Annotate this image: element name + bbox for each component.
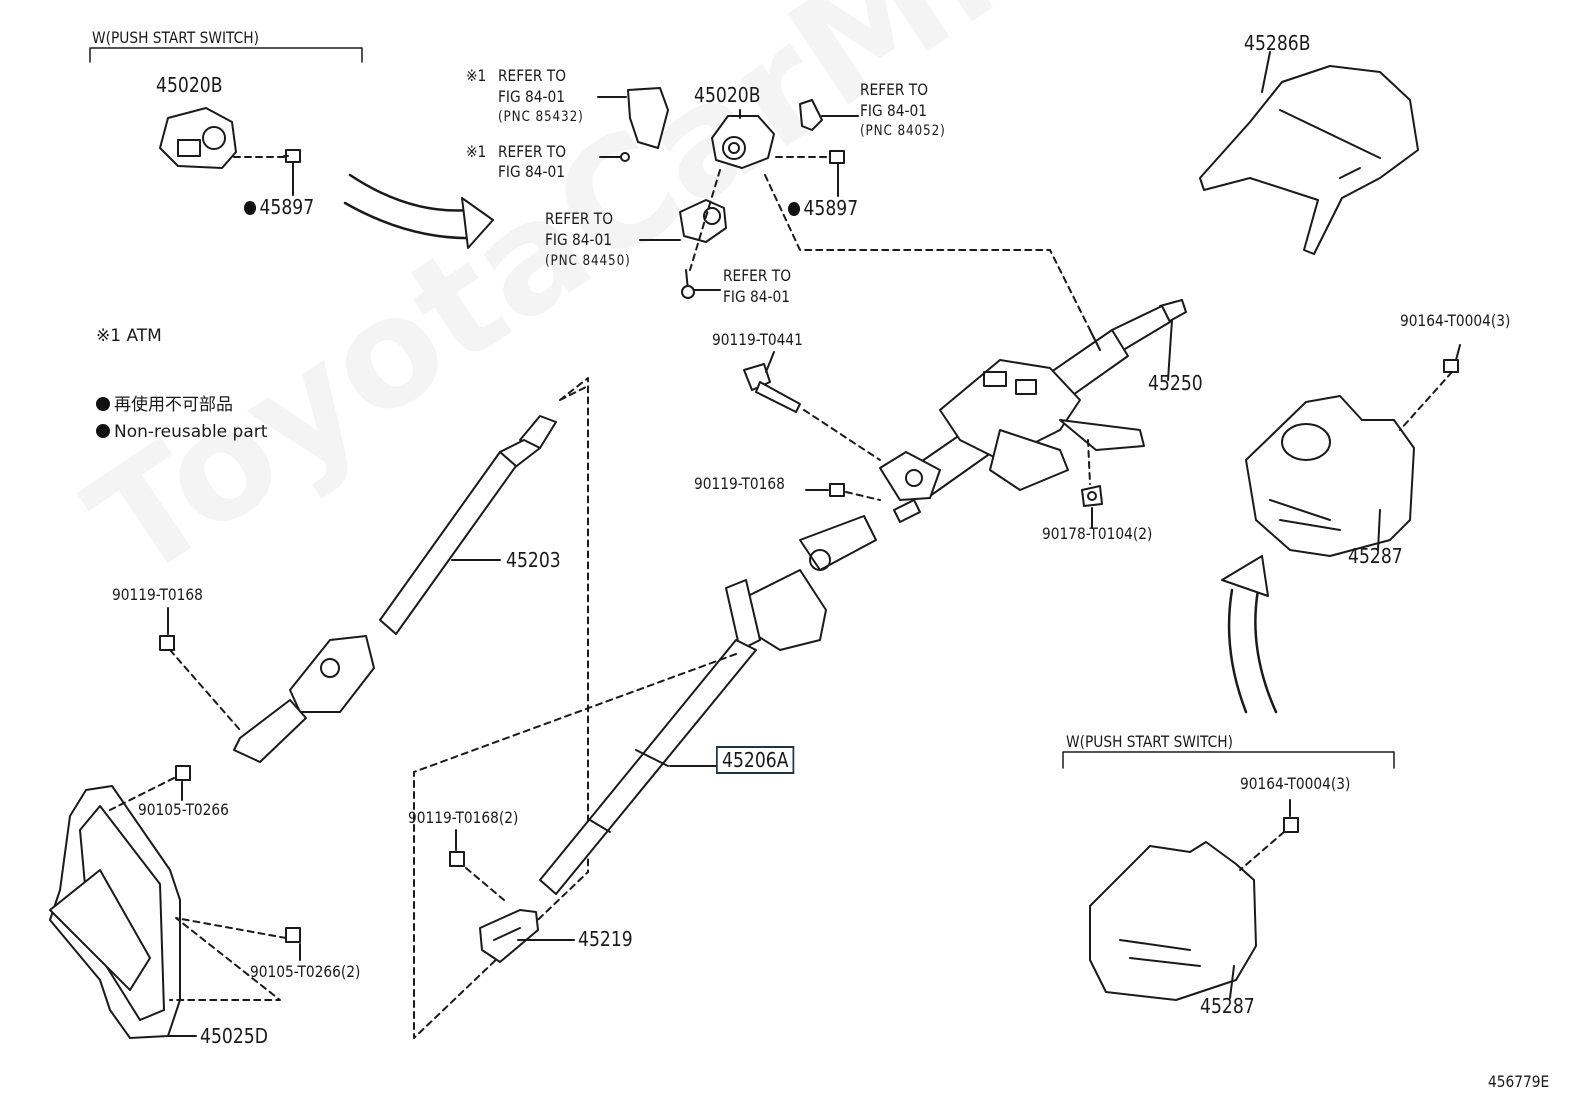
part-45897-left[interactable]: 45897 <box>244 197 314 217</box>
part-45287-lower[interactable]: 45287 <box>1200 994 1255 1018</box>
nonreusable-dot-icon <box>96 424 110 438</box>
shaft-45206a-shape <box>539 515 877 895</box>
part-45897-mid-text: 45897 <box>803 196 859 220</box>
arrow-right-head <box>1221 555 1269 597</box>
atm-note: ※1 ATM <box>96 326 162 346</box>
mid-dash-2 <box>764 174 1091 331</box>
column-45250-shape <box>879 299 1187 523</box>
legend-jp-text: 再使用不可部品 <box>114 395 233 415</box>
part-45203[interactable]: 45203 <box>506 548 561 572</box>
part-45287-upper[interactable]: 45287 <box>1348 544 1403 568</box>
header-bracket-right <box>1062 751 1395 769</box>
ref1-line1: REFER TO <box>498 66 567 85</box>
ref5-line2: FIG 84-01 <box>723 287 790 306</box>
arrow-right <box>1254 588 1278 714</box>
figure-id: 456779E <box>1488 1072 1550 1091</box>
switch-45020b-left-shape <box>159 107 237 169</box>
part-90119-t0441[interactable]: 90119-T0441 <box>712 330 803 349</box>
ref3-line3: (PNC 84052) <box>860 123 946 139</box>
cover-45287-upper-shape <box>1245 395 1415 557</box>
dash-45203-box <box>559 377 589 873</box>
legend-en-text: Non-reusable part <box>114 422 268 442</box>
cover-45287-lower-shape <box>1089 841 1257 1001</box>
ref2-mark: ※1 <box>466 142 487 161</box>
header-bracket-left <box>89 47 363 63</box>
bolt-90119-t0441-shape <box>743 363 801 413</box>
nonreusable-dot-icon <box>244 201 257 215</box>
ref1-line3: (PNC 85432) <box>498 109 584 125</box>
part-90119-t0168-left[interactable]: 90119-T0168 <box>112 585 203 604</box>
part-45286b[interactable]: 45286B <box>1244 31 1311 55</box>
legend-nonreusable-jp: 再使用不可部品 <box>96 397 233 414</box>
part-45897-mid[interactable]: 45897 <box>788 198 858 218</box>
ref4-line2: FIG 84-01 <box>545 230 612 249</box>
part-45250[interactable]: 45250 <box>1148 371 1203 395</box>
arrow-top-head <box>461 197 494 249</box>
ref1-line2: FIG 84-01 <box>498 87 565 106</box>
part-45025d[interactable]: 45025D <box>200 1024 268 1048</box>
nonreusable-dot-icon <box>96 397 110 411</box>
part-45206a[interactable]: 45206A <box>716 746 795 774</box>
part-90164-t0004-top[interactable]: 90164-T0004(3) <box>1400 311 1511 330</box>
ref4-line1: REFER TO <box>545 209 614 228</box>
clamp-45219-shape <box>479 909 539 963</box>
part-90119-t0168-mid[interactable]: 90119-T0168 <box>694 474 785 493</box>
header-push-start-left: W(PUSH START SWITCH) <box>92 28 259 47</box>
part-84450-shape <box>679 199 727 243</box>
part-90178-t0104[interactable]: 90178-T0104(2) <box>1042 524 1153 543</box>
ref4-line3: (PNC 84450) <box>545 253 631 269</box>
arrow-top-2 <box>343 201 477 240</box>
ref2-line1: REFER TO <box>498 142 567 161</box>
boot-45025d-shape <box>49 785 181 1039</box>
ref3-line2: FIG 84-01 <box>860 101 927 120</box>
nonreusable-dot-icon <box>788 202 801 216</box>
part-45020b-left[interactable]: 45020B <box>156 73 223 97</box>
mid-dash-1 <box>689 169 721 271</box>
part-45020b-mid[interactable]: 45020B <box>694 83 761 107</box>
shaft-45203-shape <box>233 415 557 763</box>
legend-nonreusable-en: Non-reusable part <box>96 424 267 441</box>
switch-45020b-mid-shape <box>711 115 775 169</box>
part-90119-t0168-2[interactable]: 90119-T0168(2) <box>408 808 519 827</box>
part-84052-shape <box>799 99 823 131</box>
part-45219[interactable]: 45219 <box>578 927 633 951</box>
part-90164-t0004-bottom[interactable]: 90164-T0004(3) <box>1240 774 1351 793</box>
part-90105-t0266-2[interactable]: 90105-T0266(2) <box>250 962 361 981</box>
header-push-start-right: W(PUSH START SWITCH) <box>1066 732 1233 751</box>
part-90105-t0266[interactable]: 90105-T0266 <box>138 800 229 819</box>
part-45897-left-text: 45897 <box>259 195 315 219</box>
part-85432-shape <box>627 87 669 149</box>
ref2-line2: FIG 84-01 <box>498 162 565 181</box>
ref3-line1: REFER TO <box>860 80 929 99</box>
cover-45286b-shape <box>1199 65 1419 255</box>
bolt-45897-left-shape <box>283 149 301 163</box>
arrow-top <box>348 173 472 212</box>
ref1-mark: ※1 <box>466 66 487 85</box>
ref5-line1: REFER TO <box>723 266 792 285</box>
arrow-right-2 <box>1227 588 1248 714</box>
